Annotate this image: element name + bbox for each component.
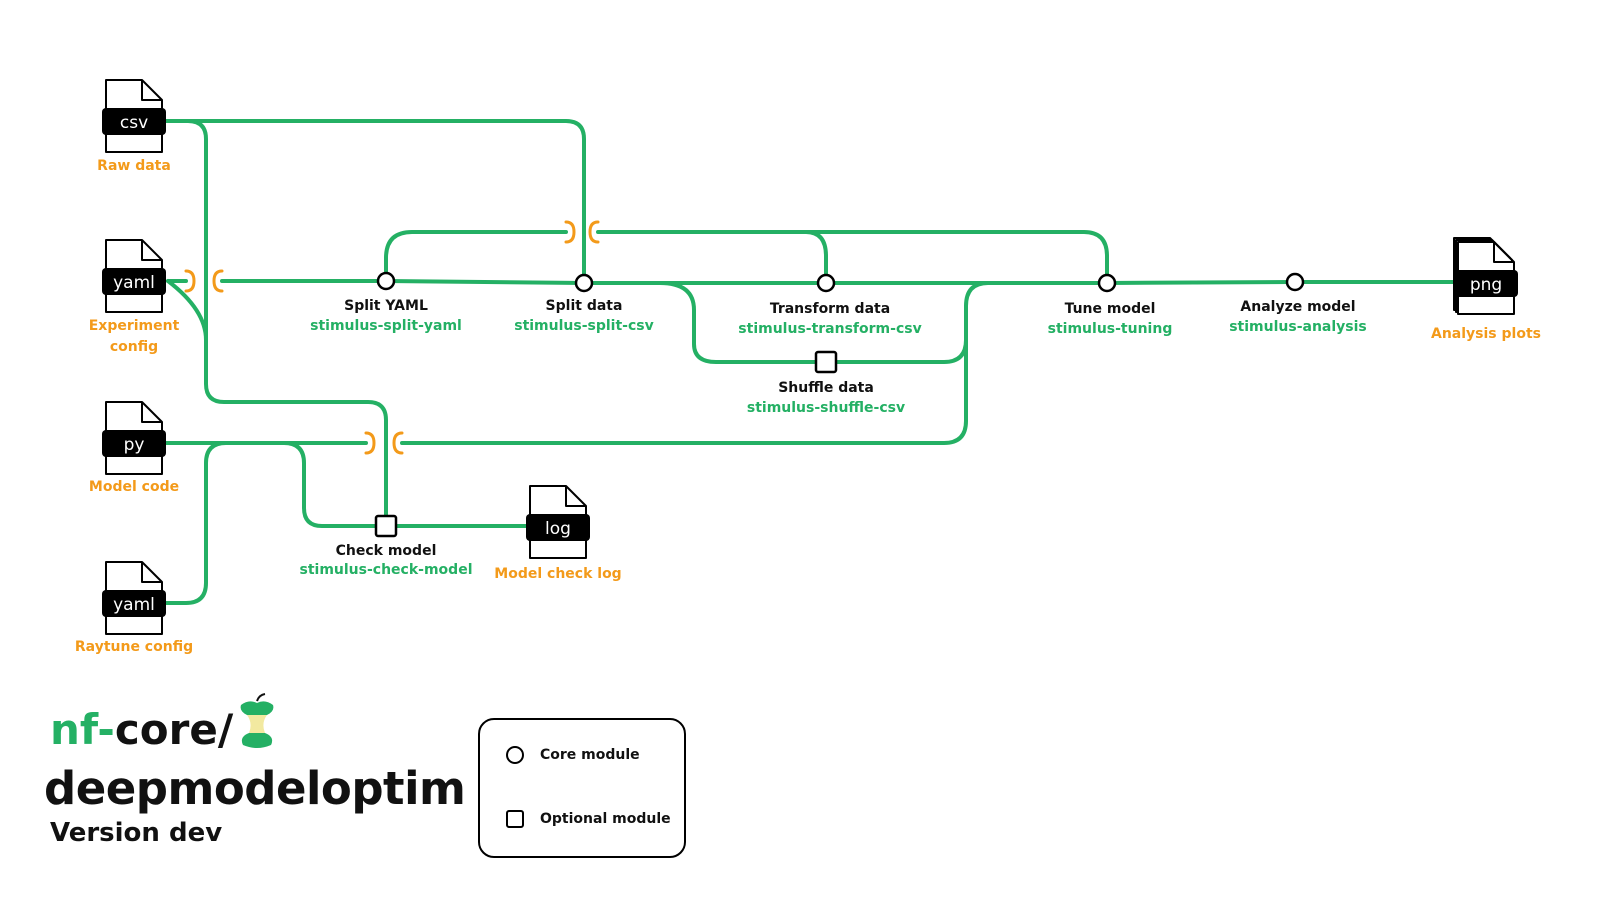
file-tag: [1454, 270, 1518, 297]
file-tag: [526, 514, 590, 541]
station-analyze-model: [1285, 272, 1305, 292]
line-config-arc-2: [596, 230, 828, 285]
line-config-arc-3: [804, 230, 1109, 285]
step-module-shuffle-data: stimulus-shuffle-csv: [747, 400, 905, 416]
line-config-arc: [384, 230, 568, 283]
station-split-yaml: [376, 271, 396, 291]
crossover-bracket: [212, 269, 224, 293]
step-title-split-data: Split data: [546, 298, 623, 314]
station-shuffle-data: [814, 350, 838, 374]
step-module-analyze-model: stimulus-analysis: [1229, 319, 1367, 335]
label-analysis-plots: Analysis plots: [1431, 326, 1541, 342]
file-tag: [102, 430, 166, 457]
file-ext-csv: csv: [120, 113, 148, 133]
step-module-transform-data: stimulus-transform-csv: [738, 321, 921, 337]
legend-row-optional: Optional module: [506, 810, 671, 828]
file-tag: [102, 108, 166, 135]
optional-module-symbol-icon: [506, 810, 524, 828]
legend-row-core: Core module: [506, 746, 640, 764]
line-yaml-to-check: [166, 279, 208, 342]
step-title-tune-model: Tune model: [1065, 301, 1156, 317]
file-tag: [102, 590, 166, 617]
brand-core: core/: [114, 705, 234, 754]
brand-prefix: nf-: [50, 705, 115, 754]
station-check-model: [374, 514, 398, 538]
file-experiment-config: yaml: [102, 239, 166, 313]
pipeline-brand: nf- core/ deepmodeloptim Version dev: [44, 693, 466, 850]
station-split-data: [574, 273, 594, 293]
label-model-check-log: Model check log: [494, 566, 621, 582]
brand-line: nf- core/: [44, 693, 464, 760]
stations: [374, 271, 1305, 538]
step-module-check-model: stimulus-check-model: [300, 562, 473, 578]
step-title-transform-data: Transform data: [770, 301, 890, 317]
metro-lines: [158, 119, 1460, 605]
step-title-check-model: Check model: [336, 543, 437, 559]
line-csv-to-check-model: [158, 119, 388, 528]
file-raytune-config: yaml: [102, 561, 166, 635]
file-ext-yaml: yaml: [113, 595, 155, 615]
crossover-bracket: [564, 220, 576, 244]
station-transform-data: [816, 273, 836, 293]
file-ext-log: log: [545, 519, 571, 539]
legend-optional-label: Optional module: [540, 811, 671, 827]
station-tune-model: [1097, 273, 1117, 293]
core-module-symbol-icon: [506, 746, 524, 764]
file-ext-yaml: yaml: [113, 273, 155, 293]
apple-core-icon: [235, 693, 279, 767]
legend-box: Core module Optional module: [478, 718, 686, 858]
step-title-shuffle-data: Shuffle data: [778, 380, 874, 396]
crossover-bracket: [184, 269, 196, 293]
crossover-brackets: [184, 220, 600, 455]
crossover-bracket: [364, 431, 376, 455]
crossover-bracket: [392, 431, 404, 455]
pipeline-name: deepmodeloptim: [44, 762, 466, 815]
step-module-split-yaml: stimulus-split-yaml: [310, 318, 462, 334]
label-raytune-config: Raytune config: [75, 639, 193, 655]
file-model-check-log: log: [526, 485, 590, 559]
file-model-code: py: [102, 401, 166, 475]
legend-core-label: Core module: [540, 747, 640, 763]
file-ext-png: png: [1470, 275, 1502, 295]
step-title-split-yaml: Split YAML: [344, 298, 428, 314]
file-ext-py: py: [124, 435, 145, 455]
file-tag: [102, 268, 166, 295]
line-py-to-check: [282, 441, 388, 528]
line-main-trunk-2: [220, 279, 1460, 285]
line-raytune: [164, 441, 228, 605]
crossover-bracket: [588, 220, 600, 244]
label-model-code: Model code: [89, 479, 179, 495]
label-experiment-config-2: config: [110, 339, 158, 355]
file-analysis-plots: png: [1453, 237, 1518, 315]
label-raw-data: Raw data: [97, 158, 171, 174]
line-py-main-2: [400, 304, 968, 445]
step-title-analyze-model: Analyze model: [1240, 299, 1355, 315]
step-module-tune-model: stimulus-tuning: [1048, 321, 1173, 337]
file-raw-data: csv: [102, 79, 166, 153]
step-module-split-data: stimulus-split-csv: [514, 318, 654, 334]
line-csv-to-split-data: [158, 119, 586, 285]
pipeline-version: Version dev: [50, 818, 223, 848]
label-experiment-config-1: Experiment: [89, 318, 180, 334]
